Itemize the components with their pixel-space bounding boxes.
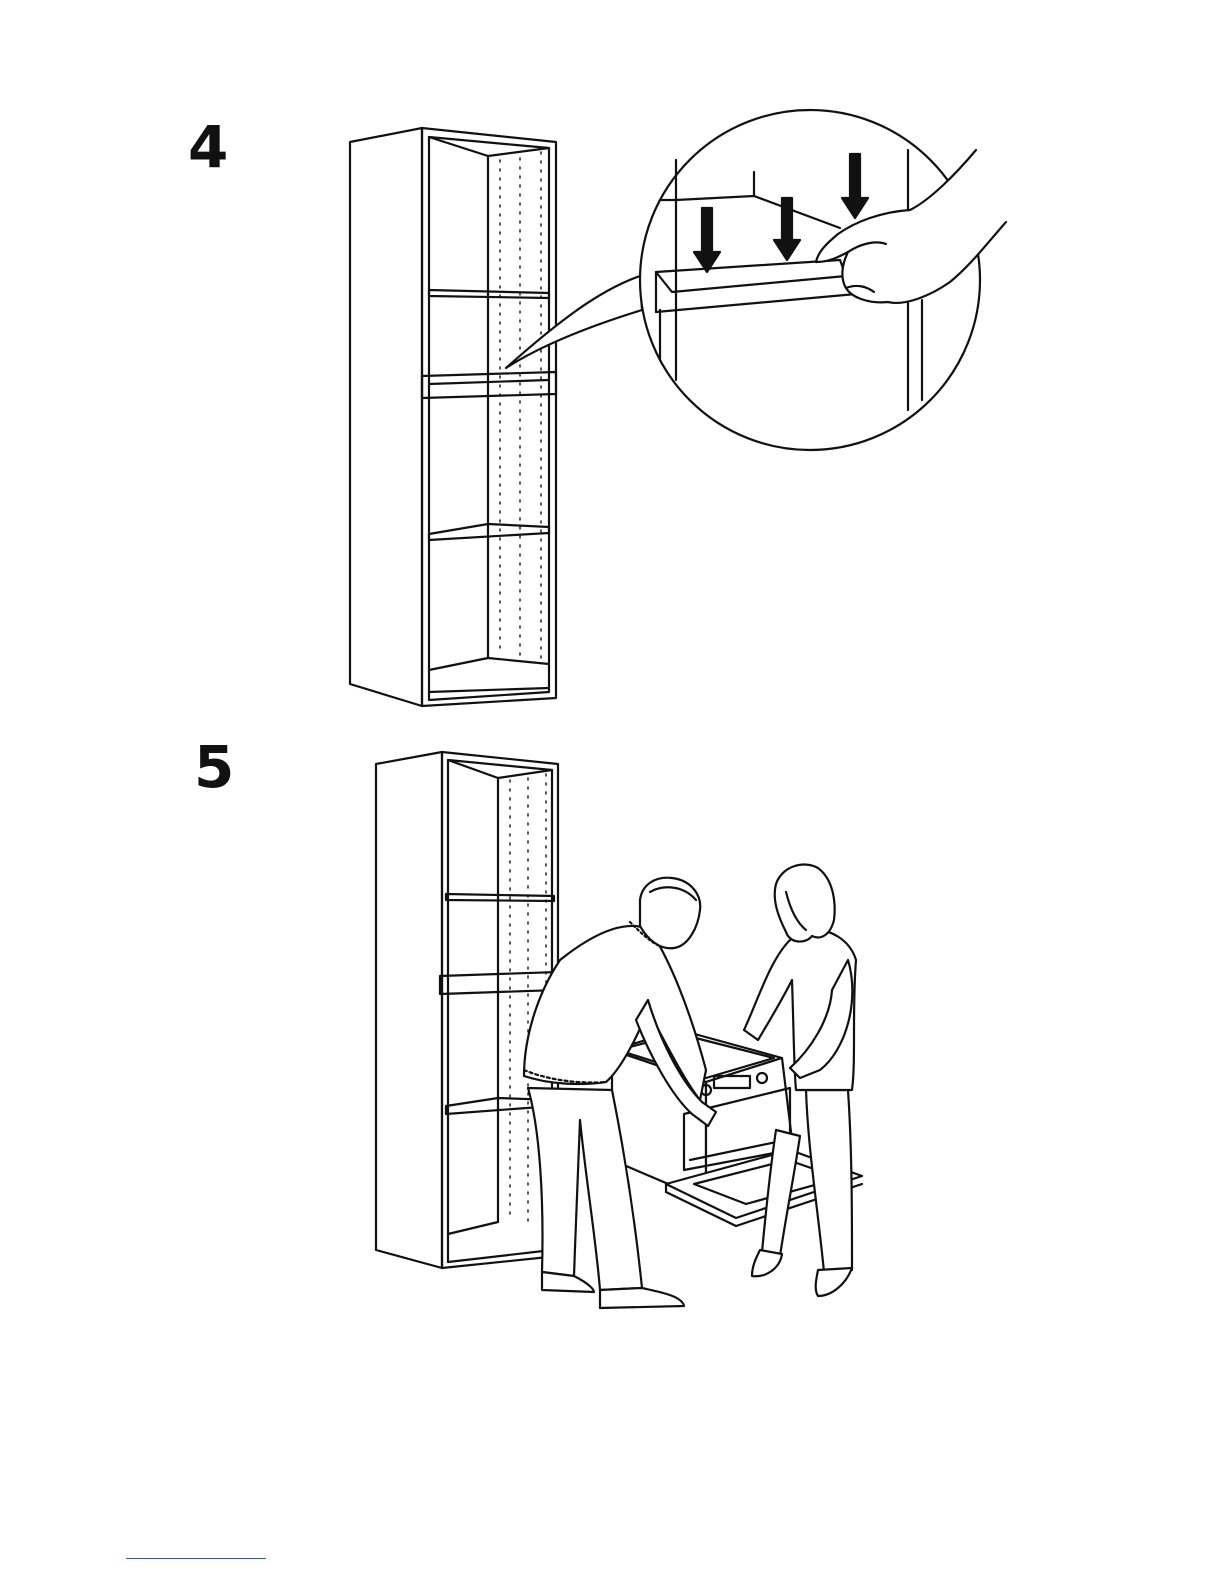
woman-shoe: [752, 1250, 782, 1276]
footer-rule: [126, 1558, 266, 1559]
man-shoe: [600, 1288, 684, 1308]
callout-tail: [506, 276, 642, 368]
step4-zoom-detail: [640, 110, 1006, 450]
step5-cabinet-illustration: [376, 752, 558, 1268]
woman-shoe: [816, 1268, 852, 1296]
cabinet-side-panel: [376, 752, 442, 1268]
cabinet-shelf: [446, 894, 554, 901]
man-shoe: [542, 1272, 594, 1292]
cabinet-side-panel: [350, 128, 422, 706]
step4-cabinet-illustration: [350, 128, 556, 706]
woman-leg: [806, 1090, 852, 1272]
